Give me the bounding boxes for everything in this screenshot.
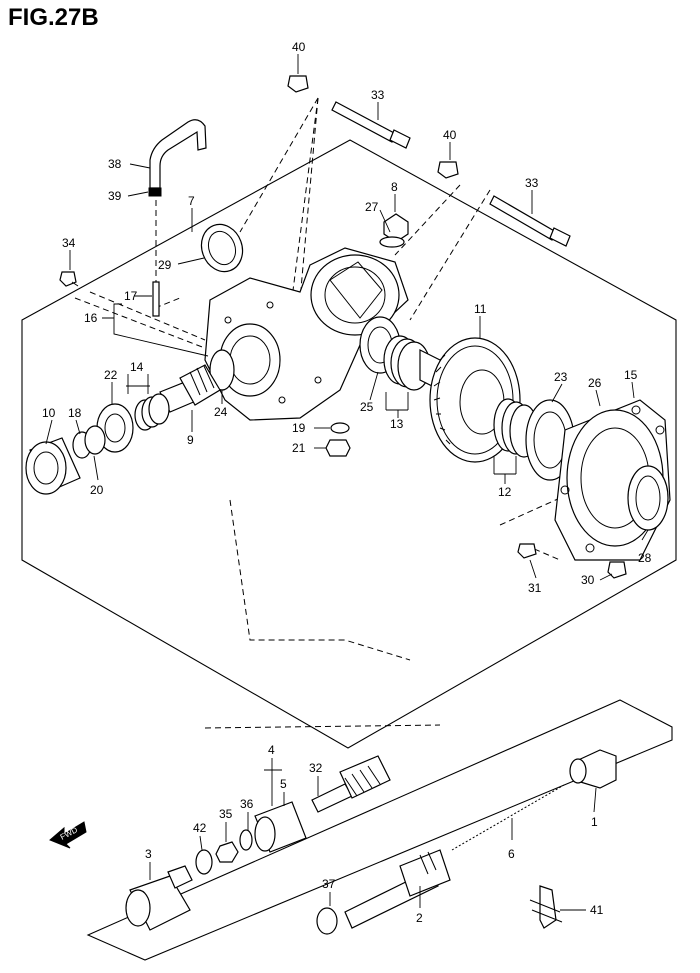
hose-clamp <box>148 187 162 197</box>
callout-33: 33 <box>371 88 385 102</box>
callout-13: 13 <box>390 417 404 431</box>
callout-labels: 40 33 40 33 38 39 7 8 27 34 29 17 16 11 … <box>42 40 652 925</box>
o-ring-42 <box>195 849 213 875</box>
callout-27: 27 <box>365 200 379 214</box>
joint-5 <box>254 801 307 853</box>
bolt-34 <box>59 271 77 287</box>
boot-1 <box>569 749 617 789</box>
nut-35 <box>215 841 239 863</box>
callout-29: 29 <box>158 258 172 272</box>
callout-32: 32 <box>309 761 323 775</box>
callout-33: 33 <box>525 176 539 190</box>
breather-pipe <box>152 281 160 317</box>
callout-37: 37 <box>322 877 336 891</box>
callout-40: 40 <box>443 128 457 142</box>
callout-24: 24 <box>214 405 228 419</box>
callout-30: 30 <box>581 573 595 587</box>
lower-assembly-frame <box>86 699 673 961</box>
plug-o-ring <box>379 236 405 248</box>
breather-hose <box>149 119 207 189</box>
nut-40-right <box>437 161 459 179</box>
callout-35: 35 <box>219 807 233 821</box>
bolt-31 <box>517 543 537 559</box>
callout-5: 5 <box>280 777 287 791</box>
callout-21: 21 <box>292 441 306 455</box>
callout-3: 3 <box>145 847 152 861</box>
callout-31: 31 <box>528 581 542 595</box>
propeller-shaft <box>311 755 391 813</box>
callout-41: 41 <box>590 903 604 917</box>
callout-42: 42 <box>193 821 207 835</box>
callout-36: 36 <box>240 797 254 811</box>
figure-title: FIG.27B <box>8 4 99 31</box>
oil-seal-29 <box>200 223 244 273</box>
callout-23: 23 <box>554 370 568 384</box>
pinion-gear <box>159 364 221 413</box>
shaft-2 <box>344 849 451 929</box>
callout-12: 12 <box>498 485 512 499</box>
forward-direction-arrow: FWD <box>49 821 87 849</box>
callout-22: 22 <box>104 368 118 382</box>
washer-19 <box>330 422 350 434</box>
clip-41 <box>529 885 563 929</box>
callout-17: 17 <box>124 289 138 303</box>
callout-10: 10 <box>42 406 56 420</box>
nut-40-top <box>287 75 309 93</box>
oil-filler-plug <box>383 213 409 243</box>
callout-25: 25 <box>360 400 374 414</box>
callout-28: 28 <box>638 551 652 565</box>
callout-19: 19 <box>292 421 306 435</box>
callout-8: 8 <box>391 180 398 194</box>
callout-7: 7 <box>188 194 195 208</box>
oil-seal-28 <box>627 465 669 531</box>
callout-2: 2 <box>416 911 423 925</box>
washer-36 <box>239 829 253 851</box>
bolt-30 <box>607 561 627 579</box>
spring-6 <box>451 784 565 851</box>
bearing-22 <box>96 403 134 453</box>
shims-14 <box>134 393 170 431</box>
coupling-3 <box>125 865 193 931</box>
callout-38: 38 <box>108 157 122 171</box>
callout-18: 18 <box>68 406 82 420</box>
callout-4: 4 <box>268 743 275 757</box>
bolt-33-top <box>331 101 411 149</box>
callout-6: 6 <box>508 847 515 861</box>
bolt-33-right <box>489 195 571 247</box>
leader-lines <box>45 54 649 911</box>
o-ring-20 <box>84 425 106 455</box>
callout-14: 14 <box>130 360 144 374</box>
callout-20: 20 <box>90 483 104 497</box>
callout-11: 11 <box>474 302 487 316</box>
callout-26: 26 <box>588 376 602 390</box>
callout-40: 40 <box>292 40 306 54</box>
callout-1: 1 <box>591 815 598 829</box>
callout-39: 39 <box>108 189 122 203</box>
callout-15: 15 <box>624 368 638 382</box>
final-gear-case <box>204 247 409 421</box>
universal-joint-10 <box>25 437 81 495</box>
callout-9: 9 <box>187 433 194 447</box>
callout-16: 16 <box>84 311 98 325</box>
upper-assembly-frame <box>21 139 677 749</box>
o-ring-37 <box>316 907 338 935</box>
nut-21 <box>325 439 351 457</box>
shims-12 <box>493 398 539 458</box>
callout-34: 34 <box>62 236 76 250</box>
